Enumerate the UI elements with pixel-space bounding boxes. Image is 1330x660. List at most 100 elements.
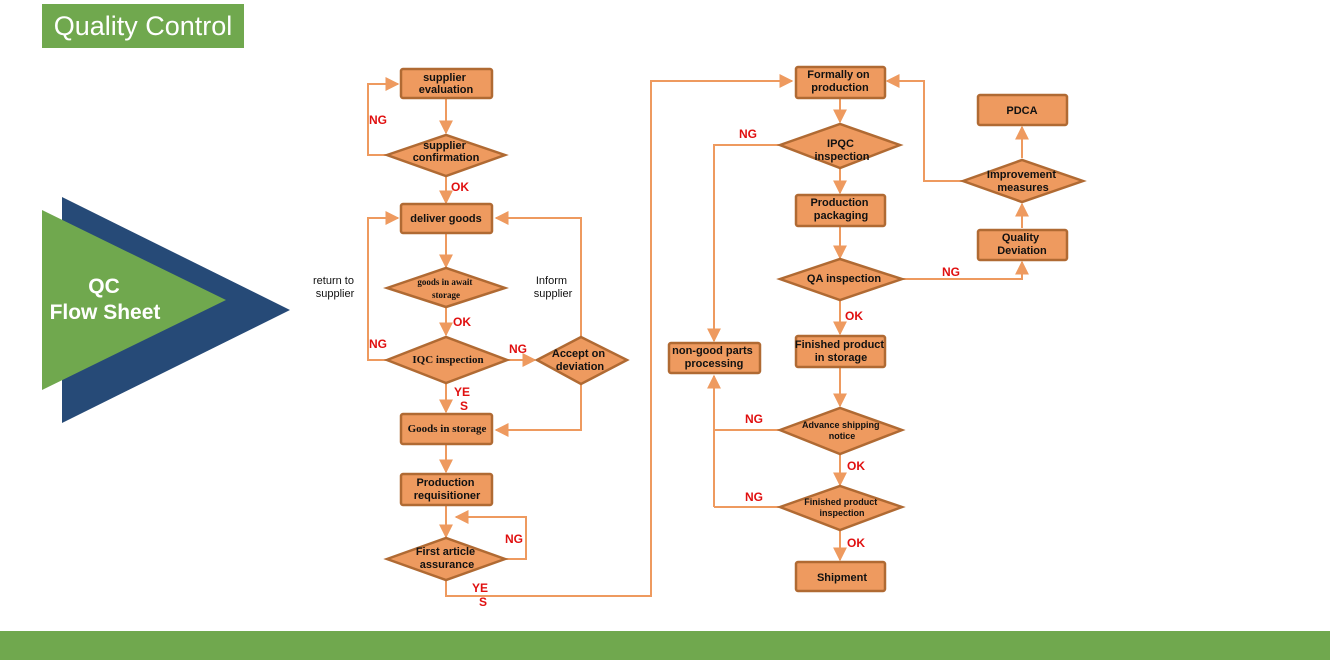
node-goods-in-storage-line1: Goods in storage (408, 423, 487, 435)
svg-text:goods in await storage: goods in await storage (417, 277, 474, 300)
svg-text:supplier evaluation: supplier evaluation (419, 72, 474, 96)
note-inform-supplier-line2: supplier (534, 288, 573, 300)
svg-text:Production packaging: Production packaging (810, 197, 871, 222)
label-ng-supplier: NG (369, 113, 387, 127)
node-ipqc-inspection: IPQC inspection (776, 122, 904, 170)
node-finished-product-storage-line1: Finished product (795, 339, 885, 351)
branch-labels: NG OK OK NG NG YE S NG YE S NG NG OK NG … (369, 113, 960, 609)
svg-text:Improvement measures: Improvement measures (987, 169, 1059, 194)
badge-green-triangle (42, 210, 226, 390)
node-formally-on-production: Formally on production (794, 65, 887, 100)
node-advance-shipping-notice-line1: Advance shipping (802, 420, 880, 430)
label-ng-fpi: NG (745, 490, 763, 504)
label-ng-asn: NG (745, 412, 763, 426)
label-ng-qa: NG (942, 265, 960, 279)
node-production-requisitioner: Production requisitioner (399, 472, 494, 507)
node-goods-await-storage-line2: storage (432, 290, 460, 300)
node-advance-shipping-notice-line2: notice (829, 431, 856, 441)
node-iqc-inspection: IQC inspection (383, 335, 511, 385)
node-finished-product-inspection-line1: Finished product (804, 497, 877, 507)
node-production-packaging: Production packaging (794, 193, 887, 228)
note-return-to-supplier-line1: return to (313, 275, 354, 287)
node-qa-inspection-line1: QA inspection (807, 273, 881, 285)
label-ok-supplier: OK (451, 180, 469, 194)
node-supplier-confirmation-line2: confirmation (413, 152, 480, 164)
svg-text:QA inspection: QA inspection (807, 273, 881, 285)
label-yes-first-bottom: S (479, 595, 487, 609)
svg-text:Finished product in st: Finished product in storage (795, 339, 887, 364)
svg-text:Accept on deviation: Accept on deviation (552, 348, 608, 373)
node-supplier-evaluation: supplier evaluation (399, 67, 494, 100)
node-first-article-assurance-line2: assurance (420, 559, 474, 571)
node-quality-deviation: Quality Deviation (976, 228, 1069, 262)
node-improvement-measures-line1: Improvement (987, 169, 1056, 181)
svg-text:supplier confirmation: supplier confirmation (413, 140, 480, 164)
node-first-article-assurance: First article assurance (383, 536, 509, 582)
node-production-requisitioner-line1: Production (416, 477, 474, 489)
svg-text:IPQC inspection: IPQC inspection (814, 138, 869, 163)
node-finished-product-inspection-line2: inspection (819, 508, 864, 518)
node-supplier-evaluation-line2: evaluation (419, 84, 474, 96)
label-ng-iqc-left: NG (369, 337, 387, 351)
svg-text:Production requisition: Production requisitioner (414, 477, 481, 502)
node-goods-await-storage: goods in await storage (383, 266, 509, 309)
connectors (367, 74, 1029, 597)
node-first-article-assurance-line1: First article (416, 546, 475, 558)
node-non-good-parts-line2: processing (685, 358, 744, 370)
node-advance-shipping-notice: Advance shipping notice (776, 406, 906, 456)
node-qa-inspection: QA inspection (776, 257, 906, 302)
note-return-to-supplier-line2: supplier (316, 288, 355, 300)
node-formally-on-production-line2: production (811, 82, 869, 94)
node-quality-deviation-line2: Deviation (997, 245, 1047, 257)
node-improvement-measures-line2: measures (997, 182, 1048, 194)
svg-text:PDCA: PDCA (1006, 105, 1037, 117)
node-supplier-confirmation: supplier confirmation (383, 133, 509, 178)
node-production-packaging-line1: Production (810, 197, 868, 209)
qc-badge (42, 197, 290, 423)
node-improvement-measures: Improvement measures (959, 158, 1087, 204)
label-ng-ipqc: NG (739, 127, 757, 141)
node-finished-product-storage: Finished product in storage (794, 334, 887, 369)
label-ng-first-article: NG (505, 532, 523, 546)
label-yes-iqc-bottom: S (460, 399, 468, 413)
label-yes-first-top: YE (472, 581, 488, 595)
node-ipqc-inspection-line2: inspection (814, 151, 869, 163)
node-goods-await-storage-line1: goods in await (417, 277, 472, 287)
svg-text:Shipment: Shipment (817, 572, 867, 584)
label-ng-iqc-right: NG (509, 342, 527, 356)
label-ok-await: OK (453, 315, 471, 329)
node-shipment-line1: Shipment (817, 572, 867, 584)
node-production-requisitioner-line2: requisitioner (414, 490, 481, 502)
node-finished-product-inspection: Finished product inspection (776, 484, 906, 532)
node-production-packaging-line2: packaging (814, 210, 868, 222)
svg-text:non-good parts process: non-good parts processing (672, 345, 756, 370)
node-accept-on-deviation: Accept on deviation (534, 335, 630, 386)
note-inform-supplier-line1: Inform (536, 275, 567, 287)
node-supplier-confirmation-line1: supplier (423, 140, 467, 152)
label-ok-fpi: OK (847, 536, 865, 550)
svg-text:Advance shipping notic: Advance shipping notice (802, 420, 882, 441)
note-inform-supplier: Inform supplier (534, 275, 573, 300)
node-non-good-parts: non-good parts processing (667, 341, 762, 375)
node-ipqc-inspection-line1: IPQC (827, 138, 854, 150)
node-accept-on-deviation-line2: deviation (556, 361, 605, 373)
svg-text:First article assuranc: First article assurance (416, 546, 478, 571)
svg-text:IQC inspection: IQC inspection (412, 354, 483, 366)
badge-text-qc: QC (88, 275, 120, 298)
svg-text:deliver goods: deliver goods (410, 213, 482, 225)
footer-bar (0, 631, 1330, 660)
node-goods-in-storage: Goods in storage (399, 412, 494, 446)
node-pdca: PDCA (976, 93, 1069, 127)
badge-text-flow-sheet: Flow Sheet (49, 301, 161, 324)
node-non-good-parts-line1: non-good parts (672, 345, 753, 357)
node-deliver-goods: deliver goods (399, 202, 494, 235)
node-accept-on-deviation-line1: Accept on (552, 348, 605, 360)
svg-text:Quality Deviation: Quality Deviation (997, 232, 1047, 257)
label-ok-asn: OK (847, 459, 865, 473)
svg-text:Goods in storage: Goods in storage (408, 423, 487, 435)
node-shipment: Shipment (794, 560, 887, 593)
node-formally-on-production-line1: Formally on (807, 69, 870, 81)
label-yes-iqc-top: YE (454, 385, 470, 399)
node-quality-deviation-line1: Quality (1002, 232, 1040, 244)
